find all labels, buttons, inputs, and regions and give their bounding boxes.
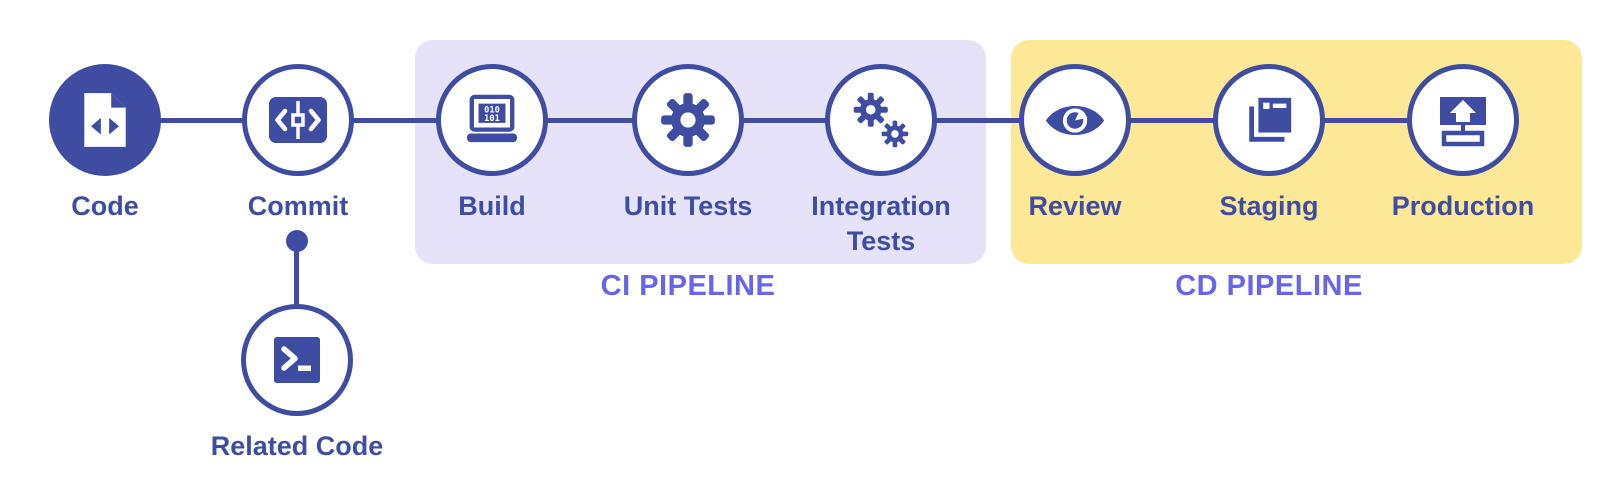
node-production: Production xyxy=(1353,64,1573,224)
node-review: Review xyxy=(965,64,1185,224)
related-code-node-circle xyxy=(241,304,353,416)
node-code: Code xyxy=(0,64,215,224)
gear-icon xyxy=(661,93,715,147)
pipeline-connector-line xyxy=(105,118,1463,123)
code-file-icon xyxy=(84,93,126,147)
node-build: 010 101 Build xyxy=(382,64,602,224)
integration-tests-node-circle xyxy=(825,64,937,176)
node-label-related-code: Related Code xyxy=(210,431,384,461)
upload-icon xyxy=(1440,97,1486,147)
svg-text:101: 101 xyxy=(484,114,500,124)
terminal-icon xyxy=(274,337,320,383)
production-node-circle xyxy=(1407,64,1519,176)
node-staging: Staging xyxy=(1159,64,1379,224)
code-node-circle xyxy=(49,64,161,176)
node-label-staging: Staging xyxy=(1219,191,1319,221)
svg-text:010: 010 xyxy=(484,105,500,115)
review-node-circle xyxy=(1019,64,1131,176)
node-unit-tests: Unit Tests xyxy=(578,64,798,224)
ci-pipeline-label: CI PIPELINE xyxy=(600,270,776,302)
node-label-unit-tests: Unit Tests xyxy=(623,191,753,221)
node-label-commit: Commit xyxy=(247,191,349,221)
eye-icon xyxy=(1045,105,1105,135)
commit-branch-dot xyxy=(286,230,308,252)
cd-pipeline-label: CD PIPELINE xyxy=(1175,270,1363,302)
node-label-code: Code xyxy=(71,191,139,221)
double-gear-icon xyxy=(853,92,909,148)
node-label-integration-tests: Integration Tests xyxy=(811,191,951,256)
staging-node-circle xyxy=(1213,64,1325,176)
node-label-review: Review xyxy=(1028,191,1122,221)
unit-tests-node-circle xyxy=(632,64,744,176)
node-label-build: Build xyxy=(458,191,526,221)
node-related-code: Related Code xyxy=(187,304,407,464)
commit-branch-connector-line xyxy=(294,240,299,310)
commit-icon xyxy=(269,97,327,143)
node-label-production: Production xyxy=(1391,191,1535,221)
commit-node-circle xyxy=(242,64,354,176)
stacked-windows-icon xyxy=(1249,97,1292,142)
node-integration-tests: Integration Tests xyxy=(771,64,991,259)
build-node-circle: 010 101 xyxy=(436,64,548,176)
node-commit: Commit xyxy=(188,64,408,224)
build-laptop-icon: 010 101 xyxy=(466,94,518,143)
